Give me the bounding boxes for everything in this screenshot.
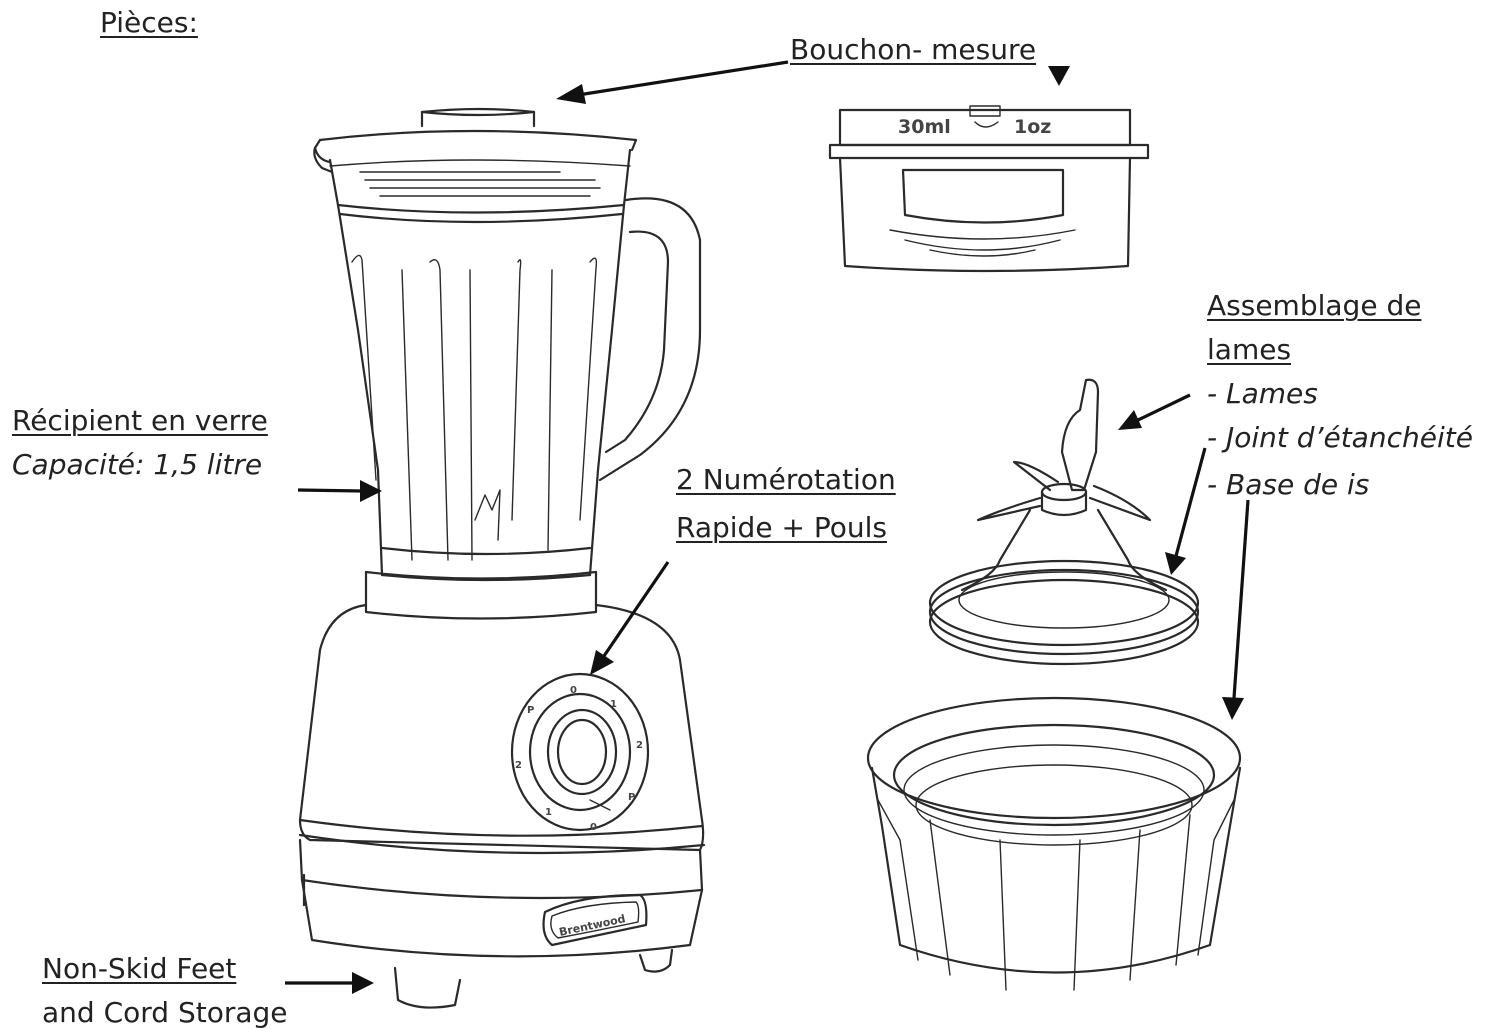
arrowhead-cap-to-lid — [556, 84, 586, 104]
dial-mark-p-left: P — [527, 705, 534, 716]
arrow-to-gasket — [1174, 447, 1207, 557]
dial-mark-p-right: P — [628, 792, 635, 803]
cap-oz-mark: 1oz — [1014, 116, 1051, 138]
label-blade-item-gasket: - Joint d’étanchéité — [1207, 421, 1473, 454]
measuring-cap-illustration: 30ml 1oz — [828, 105, 1150, 273]
dial-mark-2-right: 2 — [636, 740, 643, 751]
parts-title: Pièces: — [100, 6, 198, 39]
arrowhead-to-base — [1222, 697, 1244, 720]
arrowhead-cap-down — [1048, 66, 1070, 86]
arrowhead-to-feet — [352, 972, 374, 994]
label-blade-assembly-line2: lames — [1207, 333, 1292, 366]
arrow-to-jar — [297, 488, 363, 493]
jar-handle — [598, 197, 702, 482]
dial-mark-2-left: 2 — [515, 760, 522, 771]
callout-arrows — [285, 60, 1250, 994]
dial-mark-0-bottom: 0 — [590, 822, 597, 833]
cap-ml-mark: 30ml — [898, 116, 951, 138]
blender-lid — [313, 107, 638, 167]
blender-spout — [313, 146, 334, 174]
dial-mark-1-left: 1 — [545, 807, 552, 818]
label-blade-item-base: - Base de is — [1207, 468, 1370, 501]
blade-assembly-illustration — [928, 378, 1200, 666]
speed-dial: 0 1 2 P P 2 1 0 — [510, 672, 650, 833]
arrow-to-base — [1232, 499, 1250, 699]
arrowhead-to-dial — [590, 650, 614, 675]
brand-badge-text: Brentwood — [558, 912, 627, 939]
arrowhead-to-gasket — [1165, 552, 1186, 575]
motor-base: Brentwood — [298, 603, 706, 1009]
label-capacity: Capacité: 1,5 litre — [12, 448, 263, 481]
arrow-cap-to-lid — [577, 60, 789, 97]
jar-collar — [364, 570, 598, 620]
arrow-to-blade — [1137, 393, 1191, 422]
label-blade-assembly-line1: Assemblage de — [1207, 289, 1422, 322]
label-feet-line1: Non-Skid Feet — [42, 952, 237, 985]
label-feet-line2: and Cord Storage — [42, 996, 288, 1029]
glass-jar — [328, 148, 632, 582]
label-measuring-cap: Bouchon- mesure — [790, 33, 1037, 66]
blender-illustration: Brentwood 0 1 2 P P 2 1 0 — [298, 107, 706, 1009]
label-blade-item-lames: - Lames — [1207, 377, 1318, 410]
arrowhead-to-jar — [360, 480, 382, 502]
dial-mark-1-right: 1 — [610, 699, 617, 710]
label-speed-line1: 2 Numérotation — [676, 463, 896, 496]
dial-mark-0-top: 0 — [570, 685, 577, 696]
arrowhead-to-blade — [1118, 410, 1142, 430]
label-speed-line2: Rapide + Pouls — [676, 511, 887, 544]
label-glass-jar: Récipient en verre — [12, 404, 268, 437]
blade-base-illustration — [866, 696, 1242, 991]
arrow-to-dial — [602, 561, 670, 657]
